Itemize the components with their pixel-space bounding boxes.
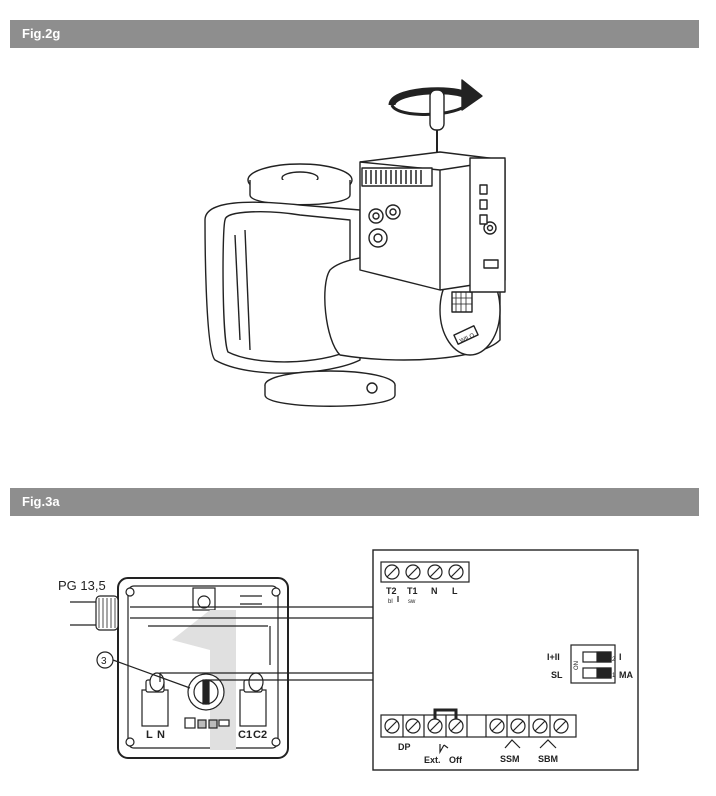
screwdriver-icon [429, 89, 445, 131]
terminal-t1-sub: sw [408, 599, 416, 605]
ssm-label: SSM [500, 754, 520, 764]
terminal-t2-label: T2 [386, 586, 397, 596]
dip-right-bottom: MA [619, 670, 633, 680]
terminal-t1-label: T1 [407, 586, 418, 596]
terminal-l-top-label: L [452, 586, 458, 596]
cable-gland-label: PG 13,5 [58, 578, 106, 593]
wiring-diagram: PG 13,5 3 L N C1 C2 T2 bl T1 sw N L I+II… [58, 549, 639, 771]
figure-title-3a: Fig.3a [10, 488, 699, 516]
bottom-terminal-screws [384, 718, 569, 734]
dip-right-top: I [619, 652, 622, 662]
callout-number: 3 [101, 656, 107, 667]
terminal-l-label: L [146, 729, 153, 741]
dip-num-1: 1 [612, 673, 616, 679]
off-label: Off [449, 755, 463, 765]
dip-on-label: ON [574, 661, 580, 670]
sbm-label: SBM [538, 754, 558, 764]
dp-label: DP [398, 742, 411, 752]
terminal-n-top-label: N [431, 586, 438, 596]
dip-left-top: I+II [547, 652, 560, 662]
dip-left-bottom: SL [551, 670, 563, 680]
dip-num-2: 2 [612, 657, 616, 663]
terminal-n-label: N [157, 729, 165, 741]
terminal-c2-label: C2 [253, 729, 267, 741]
figure-title-2g: Fig.2g [10, 20, 699, 48]
pump-illustration: WILO [204, 79, 506, 407]
top-terminal-screws [384, 564, 464, 580]
terminal-t2-sub: bl [388, 599, 393, 605]
terminal-c1-label: C1 [238, 729, 252, 741]
ext-label: Ext. [424, 755, 441, 765]
